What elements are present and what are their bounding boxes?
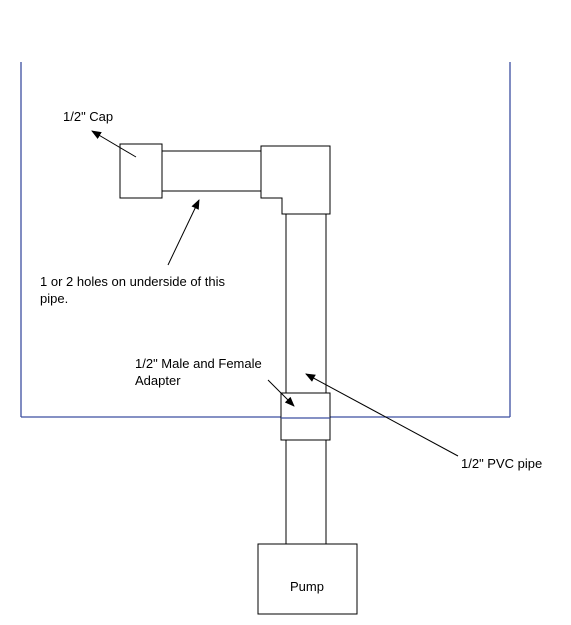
cap-arrow <box>91 130 137 158</box>
pump-box <box>257 543 358 615</box>
holes-arrow <box>167 199 200 266</box>
pvc-pipe-label: 1/2" PVC pipe <box>461 456 542 471</box>
pump-label: Pump <box>290 579 324 594</box>
elbow-fitting <box>260 145 331 215</box>
adapter-arrow <box>267 379 295 407</box>
pvc-pipe-arrow <box>305 373 459 457</box>
cap-fitting <box>119 143 163 199</box>
vertical-pipe-upper <box>285 214 327 393</box>
tank-outline <box>20 62 511 418</box>
horizontal-pipe <box>162 150 261 192</box>
cap-label: 1/2" Cap <box>63 109 113 124</box>
holes-label-line1: 1 or 2 holes on underside of this <box>40 274 226 289</box>
vertical-pipe-lower <box>285 440 327 544</box>
holes-label-line2: pipe. <box>40 291 68 306</box>
adapter-fitting <box>280 392 331 441</box>
adapter-label-line2: Adapter <box>135 373 181 388</box>
adapter-label-line1: 1/2" Male and Female <box>135 356 262 371</box>
